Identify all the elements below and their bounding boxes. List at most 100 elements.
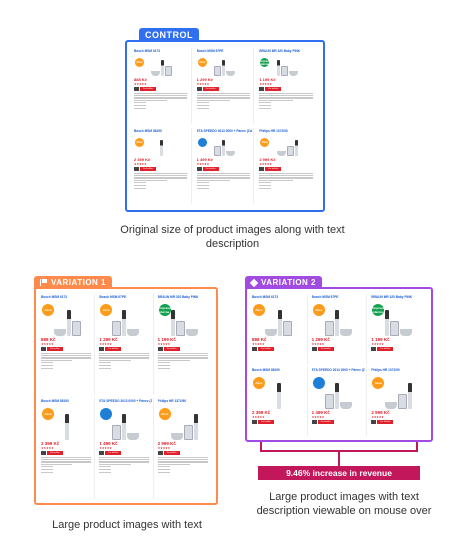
product-image[interactable] <box>197 136 253 156</box>
product-title-link[interactable]: Philips HR 1372/90 <box>157 399 187 403</box>
product-price: 1 299 Kč <box>311 337 330 342</box>
product-title-link[interactable]: Bosch MSM 6173 <box>41 295 68 299</box>
product-image[interactable]: Akce <box>99 302 151 336</box>
product-image[interactable]: Akce <box>197 56 253 76</box>
compare-icon[interactable] <box>252 347 257 351</box>
add-to-cart-button[interactable]: Do košíku <box>265 167 282 171</box>
add-to-cart-button[interactable]: Do košíku <box>47 347 63 351</box>
product-title-link[interactable]: ETA SPEEDO 3013 0000 + Pánev (Zdarma) <box>311 367 366 372</box>
add-to-cart-button[interactable]: Do košíku <box>317 419 334 424</box>
compare-icon[interactable] <box>259 167 265 171</box>
product-image[interactable]: Akce <box>41 302 93 336</box>
compare-icon[interactable] <box>371 419 377 424</box>
product-title-link[interactable]: Bosch MSM 88190 <box>252 367 280 372</box>
product-card[interactable]: ETA SPEEDO 3013 0000 + Pánev (Zdarma)1 4… <box>311 366 368 436</box>
add-to-cart-button[interactable]: Do košíku <box>140 167 156 171</box>
product-title-link[interactable]: Philips HR 1372/90 <box>259 129 288 133</box>
product-image[interactable]: Akce <box>41 406 93 440</box>
compare-icon[interactable] <box>259 87 265 91</box>
product-image[interactable]: Akce <box>259 136 316 156</box>
add-to-cart-button[interactable]: Do košíku <box>105 347 122 351</box>
rating-stars-icon: ★★★★★ <box>196 82 210 86</box>
add-to-cart-button[interactable]: Do košíku <box>377 419 394 424</box>
product-image[interactable] <box>312 375 366 409</box>
compare-icon[interactable] <box>134 167 139 171</box>
compare-icon[interactable] <box>134 87 139 91</box>
product-title-link[interactable]: ETA SPEEDO 3013 0000 + Pánev (Zdarma) <box>196 129 253 133</box>
add-to-cart-button[interactable]: Do košíku <box>47 451 63 455</box>
product-title-link[interactable]: Bosch MSM 88190 <box>134 129 162 133</box>
product-title-link[interactable]: BRAUN MR 320 Baby PINK <box>157 295 199 299</box>
product-title-link[interactable]: Bosch MSM 67PE <box>311 295 339 299</box>
compare-icon[interactable] <box>99 451 105 455</box>
product-title-link[interactable]: Bosch MSM 67PE <box>99 295 127 299</box>
product-image[interactable]: Akce <box>134 56 190 76</box>
compare-icon[interactable] <box>196 87 202 91</box>
add-to-cart-button[interactable]: Do košíku <box>377 347 394 351</box>
product-image[interactable]: Doprava zdarma <box>158 302 211 336</box>
rating-stars-icon: ★★★★★ <box>157 342 171 346</box>
compare-icon[interactable] <box>371 347 377 351</box>
product-image[interactable]: Doprava zdarma <box>259 56 316 76</box>
add-to-cart-button[interactable]: Do košíku <box>202 87 219 91</box>
product-title-link[interactable]: Bosch MSM 6173 <box>134 49 161 53</box>
add-to-cart-button[interactable]: Do košíku <box>105 451 122 455</box>
promo-round-badge: Akce <box>42 408 54 420</box>
compare-icon[interactable] <box>196 167 202 171</box>
product-title-link[interactable]: Bosch MSM 6173 <box>252 295 279 299</box>
compare-icon[interactable] <box>252 419 257 424</box>
product-title-link[interactable]: ETA SPEEDO 3013 0000 + Pánev (Zdarma) <box>99 399 151 403</box>
add-to-cart-button[interactable]: Do košíku <box>258 347 274 351</box>
add-to-cart-button[interactable]: Do košíku <box>258 419 274 424</box>
blender-icon <box>213 66 221 76</box>
product-image[interactable]: Akce <box>371 375 426 409</box>
product-price: 2 999 Kč <box>371 409 390 415</box>
compare-icon[interactable] <box>99 347 105 351</box>
product-title-link[interactable]: Bosch MSM 88190 <box>41 399 69 403</box>
rating-stars-icon: ★★★★★ <box>371 414 384 419</box>
product-title-link[interactable]: Bosch MSM 67PE <box>196 49 224 53</box>
product-image[interactable]: Akce <box>134 136 190 156</box>
add-to-cart-button[interactable]: Do košíku <box>163 451 180 455</box>
variation1-badge-label: VARIATION 1 <box>51 278 106 287</box>
product-image[interactable] <box>99 406 151 440</box>
product-image[interactable]: Akce <box>252 375 306 409</box>
product-title-link[interactable]: BRAUN MR 320 Baby PINK <box>371 295 413 299</box>
product-card[interactable]: ETA SPEEDO 3013 0000 + Pánev (Zdarma)1 4… <box>196 128 255 204</box>
product-card[interactable]: ETA SPEEDO 3013 0000 + Pánev (Zdarma)1 4… <box>98 398 154 499</box>
product-image[interactable]: Akce <box>158 406 211 440</box>
add-to-cart-button[interactable]: Do košíku <box>163 347 180 351</box>
product-title-link[interactable]: BRAUN MR 320 Baby PINK <box>259 49 301 53</box>
compare-icon[interactable] <box>157 347 163 351</box>
product-image[interactable]: Akce <box>252 302 306 336</box>
compare-icon[interactable] <box>157 451 163 455</box>
add-to-cart-button[interactable]: Do košíku <box>202 167 219 171</box>
product-image[interactable]: Doprava zdarma <box>371 302 426 336</box>
product-title-link[interactable]: Philips HR 1372/90 <box>371 367 400 372</box>
compare-icon[interactable] <box>41 451 46 455</box>
add-to-cart-button[interactable]: Do košíku <box>140 87 156 91</box>
product-image[interactable]: Akce <box>312 302 366 336</box>
compare-icon[interactable] <box>311 347 317 351</box>
compare-icon[interactable] <box>311 419 317 424</box>
compare-icon[interactable] <box>41 347 46 351</box>
blender-icon <box>160 140 164 156</box>
add-to-cart-button[interactable]: Do košíku <box>265 87 282 91</box>
add-to-cart-button[interactable]: Do košíku <box>317 347 334 351</box>
